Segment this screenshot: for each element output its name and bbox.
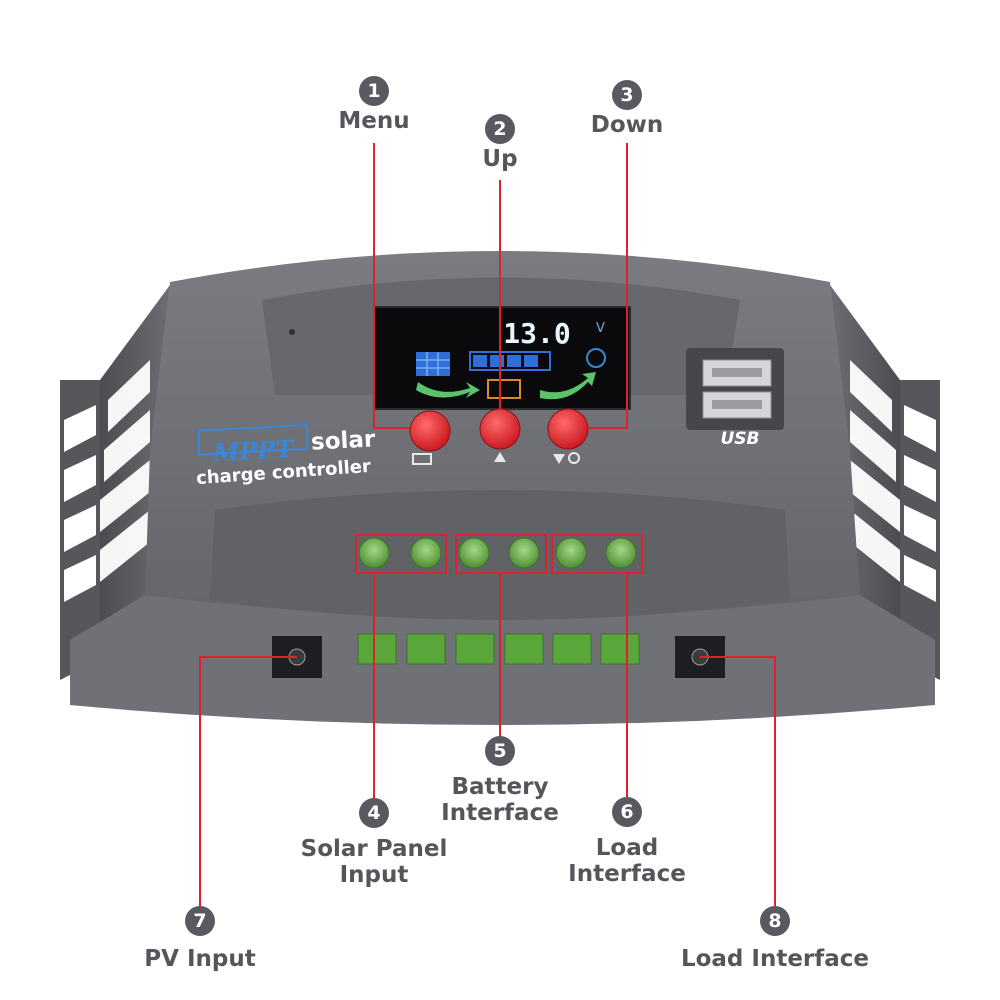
terminal-screws	[358, 537, 637, 569]
callout-number-badge: 8	[760, 906, 790, 936]
callout-6-load-interface: 6 Load Interface	[560, 797, 694, 887]
battery-negative-screw	[508, 537, 540, 569]
callout-line-1	[373, 143, 410, 429]
callout-label-down: Down	[590, 112, 664, 138]
usb-ports	[686, 348, 784, 430]
callout-number-badge: 5	[485, 736, 515, 766]
callout-3-down: 3 Down	[582, 80, 672, 138]
brand-logo	[198, 423, 308, 456]
callout-line-7	[199, 656, 297, 906]
callout-line-3	[588, 143, 628, 429]
callout-label-up: Up	[482, 146, 518, 172]
solar-negative-screw	[410, 537, 442, 569]
lcd-screen	[373, 306, 631, 410]
brand-solar: solar	[310, 426, 376, 456]
callout-8-load-interface: 8 Load Interface	[676, 906, 874, 972]
terminal-block-1	[357, 633, 397, 665]
callout-label-battery-interface: Battery Interface	[441, 774, 559, 826]
callout-lines	[199, 143, 776, 906]
button-symbols	[412, 452, 580, 465]
callout-label-load-interface-dc: Load Interface	[680, 946, 870, 972]
callout-label-pv-input: PV Input	[144, 946, 256, 972]
terminal-ridge	[210, 490, 790, 620]
callout-number-badge: 1	[359, 76, 389, 106]
callout-label-menu: Menu	[338, 108, 410, 134]
callout-7-pv-input: 7 PV Input	[120, 906, 280, 972]
front-lower-panel	[70, 595, 935, 725]
callout-4-solar-panel-input: 4 Solar Panel Input	[294, 798, 454, 888]
callout-number-badge: 2	[485, 114, 515, 144]
terminal-block-4	[504, 633, 544, 665]
terminal-block-6	[600, 633, 640, 665]
terminal-blocks	[357, 633, 640, 665]
terminal-block-3	[455, 633, 495, 665]
callout-1-menu: 1 Menu	[335, 76, 413, 134]
usb-logo: USB	[720, 429, 759, 449]
lcd-voltage-unit: V	[596, 321, 605, 336]
up-button[interactable]	[479, 408, 521, 450]
left-cooling-fins	[60, 285, 170, 680]
callout-number-badge: 7	[185, 906, 215, 936]
callout-5-battery-interface: 5 Battery Interface	[430, 736, 570, 826]
callout-label-solar-panel-input: Solar Panel Input	[300, 836, 448, 888]
callout-number-badge: 6	[612, 797, 642, 827]
load-negative-screw	[605, 537, 637, 569]
callout-line-8	[700, 656, 776, 906]
callout-number-badge: 3	[612, 80, 642, 110]
callout-2-up: 2 Up	[470, 114, 530, 172]
indicator-hole	[289, 329, 295, 335]
menu-button[interactable]	[409, 410, 451, 452]
terminal-block-5	[552, 633, 592, 665]
terminal-block-2	[406, 633, 446, 665]
solar-positive-screw	[358, 537, 390, 569]
callout-number-badge: 4	[359, 798, 389, 828]
battery-positive-screw	[458, 537, 490, 569]
load-positive-screw	[555, 537, 587, 569]
callout-label-load-interface: Load Interface	[568, 835, 686, 887]
lcd-voltage-readout: 13.0	[503, 317, 570, 350]
down-button[interactable]	[547, 408, 589, 450]
